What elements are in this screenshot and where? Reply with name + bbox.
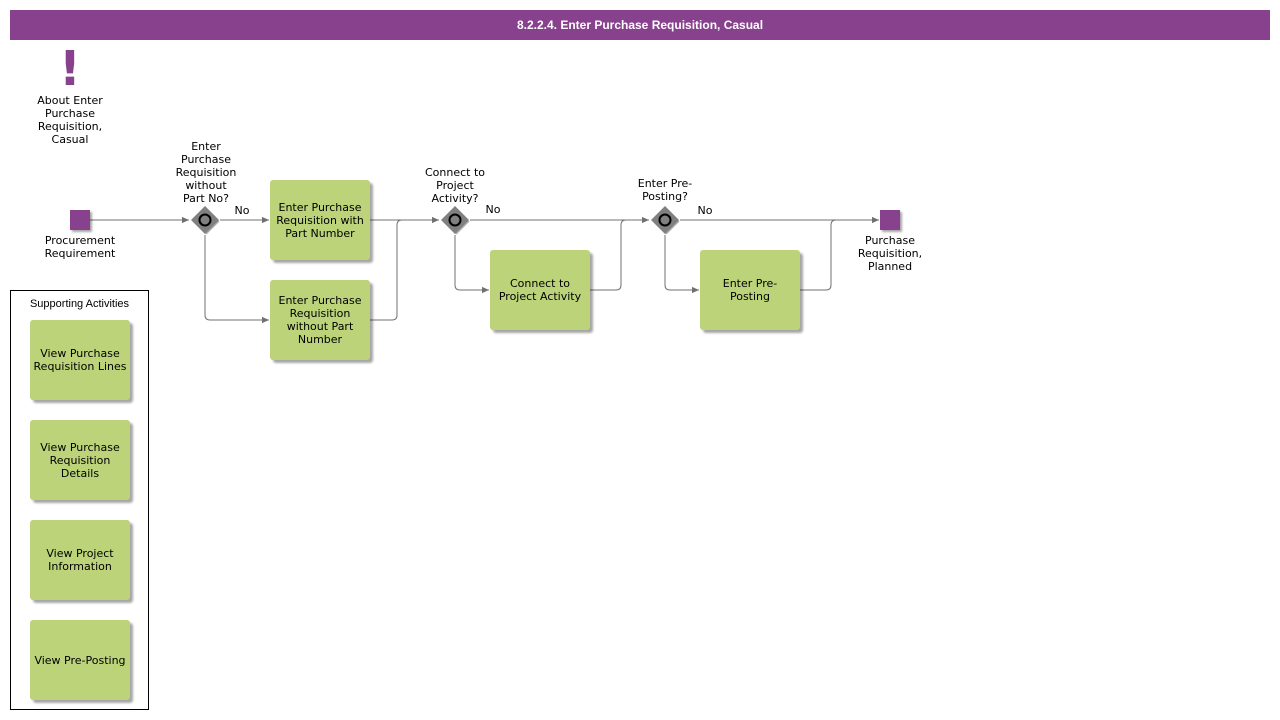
gateway-2[interactable] (440, 205, 470, 235)
task-enter-pr-with-part-number[interactable]: Enter Purchase Requisition with Part Num… (270, 180, 370, 260)
flow-g2-to-connect (454, 235, 489, 294)
task-connect-to-project-activity[interactable]: Connect to Project Activity (490, 250, 590, 330)
gateway-diamond-icon (191, 206, 220, 235)
flow-without-part-to-g2 (370, 219, 403, 321)
gateway-diamond-icon (441, 206, 470, 235)
gateway-1-question: Enter Purchase Requisition without Part … (175, 140, 237, 205)
flow-connect-to-g3 (590, 219, 627, 291)
task-enter-pre-posting[interactable]: Enter Pre- Posting (700, 250, 800, 330)
task-enter-pr-without-part-number[interactable]: Enter Purchase Requisition without Part … (270, 280, 370, 360)
supporting-activities-title: Supporting Activities (29, 298, 130, 310)
gateway-1[interactable] (190, 205, 220, 235)
start-event[interactable] (70, 210, 90, 230)
diagram-title: 8.2.2.4. Enter Purchase Requisition, Cas… (516, 18, 764, 32)
about-label[interactable]: About Enter Purchase Requisition, Casual (37, 94, 103, 146)
end-event[interactable] (880, 210, 900, 230)
flow-g1-to-without-part (204, 235, 269, 324)
flow-preposting-to-end (800, 219, 837, 291)
support-view-pre-posting[interactable]: View Pre-Posting (30, 620, 130, 700)
supporting-activities-panel: Supporting Activities View Purchase Requ… (10, 290, 149, 710)
gateway-3-question: Enter Pre- Posting? (637, 177, 693, 203)
gateway-3-no-label: No (697, 204, 713, 217)
gateway-1-no-label: No (234, 204, 250, 217)
diagram-title-bar: 8.2.2.4. Enter Purchase Requisition, Cas… (10, 10, 1270, 40)
exclamation-icon[interactable]: ! (59, 41, 81, 97)
gateway-2-question: Connect to Project Activity? (424, 166, 486, 205)
start-event-label: Procurement Requirement (44, 234, 116, 260)
gateway-diamond-icon (651, 206, 680, 235)
gateway-2-no-label: No (485, 203, 501, 216)
support-view-pr-details[interactable]: View Purchase Requisition Details (30, 420, 130, 500)
support-view-pr-lines[interactable]: View Purchase Requisition Lines (30, 320, 130, 400)
support-view-project-information[interactable]: View Project Information (30, 520, 130, 600)
gateway-3[interactable] (650, 205, 680, 235)
flow-g3-to-preposting (664, 235, 699, 294)
end-event-label: Purchase Requisition, Planned (857, 234, 923, 273)
